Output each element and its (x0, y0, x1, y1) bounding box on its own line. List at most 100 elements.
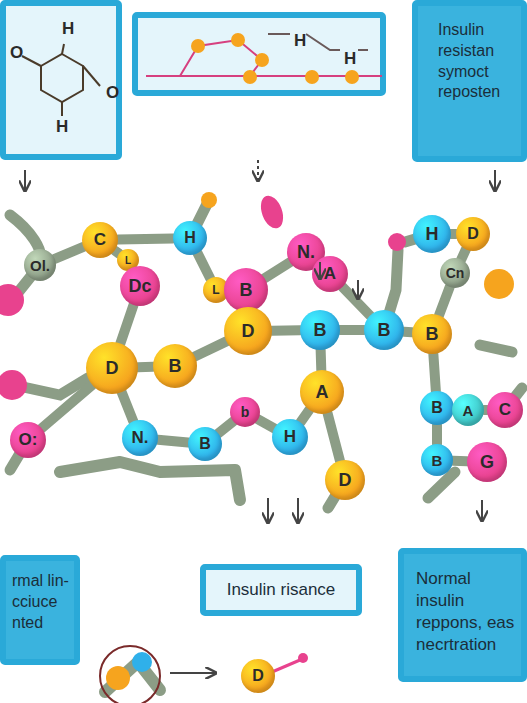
atom-ball: N. (122, 420, 158, 456)
bond-stick (258, 419, 274, 428)
atom-ball: B (188, 427, 222, 461)
atom-symbol: G (480, 452, 494, 473)
node-text: Normal insulin reppons, eas necrtration (416, 568, 517, 656)
atom-ball: A (312, 256, 348, 292)
atom-capsule (257, 193, 287, 232)
bond-branch (14, 378, 88, 395)
atom-symbol: L (212, 283, 219, 297)
node-text: H (294, 30, 306, 52)
bond-stick (439, 287, 450, 315)
atom-symbol: L (125, 255, 131, 266)
bond-stick (433, 354, 436, 391)
atom-ball: B (364, 310, 404, 350)
atom-symbol: b (241, 404, 250, 420)
atom-symbol: D (467, 225, 479, 243)
atom-symbol: H (284, 427, 296, 447)
bond-stick (195, 341, 227, 356)
atom-ball: B (153, 344, 197, 388)
bond-stick (453, 456, 467, 467)
pointer-arrow (257, 160, 259, 180)
atom-symbol: D (252, 667, 264, 685)
bond-stick (342, 287, 370, 316)
zoom-circle (100, 646, 160, 703)
bond-stick (120, 305, 133, 343)
bond-stick (272, 325, 300, 335)
label-box: HOOH (0, 0, 122, 160)
atom-symbol: C (499, 400, 511, 420)
atom-symbol: N. (132, 428, 149, 448)
atom-symbol: D (339, 470, 352, 491)
atom-ball: B (420, 391, 454, 425)
atom-dot (191, 39, 205, 53)
atom-ball (388, 233, 406, 251)
bond-line (272, 660, 300, 672)
atom-ball: b (230, 397, 260, 427)
label-box: HH (132, 12, 386, 96)
node-text: O (10, 42, 23, 64)
bond-branch (480, 345, 512, 352)
bond-branch (105, 662, 160, 692)
label-box: Insulin risance (200, 564, 362, 616)
node-text: Insulin resistan symoct reposten (438, 20, 517, 103)
atom-dot (231, 33, 245, 47)
atom-symbol: Cn (446, 265, 465, 281)
atom-dot (243, 70, 257, 84)
atom-dot (305, 70, 319, 84)
bond-stick (328, 413, 340, 460)
atom-symbol: A (463, 402, 474, 419)
bond-line (268, 33, 290, 35)
bond-line (22, 56, 41, 66)
atom-ball: D (224, 307, 272, 355)
bond-stick (158, 440, 188, 443)
bond-stick (300, 410, 309, 422)
node-text: Insulin risance (227, 579, 336, 601)
pointer-arrow (481, 500, 483, 520)
atom-ball: Dc (120, 266, 160, 306)
atom-ball (201, 192, 217, 208)
bond-stick (316, 350, 327, 370)
atom-ball: H (272, 419, 308, 455)
atom-symbol: B (378, 320, 391, 341)
label-box: rmal lin- cciuce nted (0, 555, 80, 665)
pointer-arrow (170, 672, 215, 674)
atom-ball: H (173, 221, 207, 255)
atom-ball: B (224, 268, 268, 312)
atom-symbol: B (431, 399, 443, 417)
node-text: H (56, 116, 68, 138)
atom-symbol: B (314, 320, 327, 341)
atom-ball: D (456, 217, 490, 251)
atom-symbol: O: (19, 430, 38, 450)
pointer-arrow (267, 498, 269, 522)
atom-ball: D (241, 659, 275, 693)
atom-symbol: B (169, 356, 182, 377)
node-text: H (62, 18, 74, 40)
ring-line (180, 40, 262, 76)
atom-ball (484, 269, 514, 299)
atom-ball: D (86, 342, 138, 394)
atom-ball: A (300, 370, 344, 414)
atom-symbol: N. (297, 242, 315, 263)
bond-stick (42, 385, 93, 428)
atom-symbol: D (106, 358, 119, 379)
atom-ball (0, 284, 24, 316)
bond-stick (218, 421, 233, 433)
bond-stick (198, 253, 211, 278)
atom-ball: Cn (440, 258, 470, 288)
bond-stick (122, 392, 134, 421)
atom-symbol: D (242, 321, 255, 342)
atom-symbol: A (316, 382, 329, 403)
atom-ball: B (300, 310, 340, 350)
bond-line (61, 102, 63, 116)
atom-ball (0, 370, 27, 400)
atom-dot (255, 53, 269, 67)
bond-stick (404, 327, 412, 338)
bond-line (62, 44, 64, 54)
atom-symbol: B (240, 280, 253, 301)
atom-dot (345, 70, 359, 84)
pointer-arrow (24, 170, 26, 190)
atom-ball: G (467, 442, 507, 482)
atom-ball: B (421, 444, 453, 476)
atom-ball (106, 666, 130, 690)
atom-ball: H (413, 215, 451, 253)
atom-symbol: B (199, 435, 211, 453)
